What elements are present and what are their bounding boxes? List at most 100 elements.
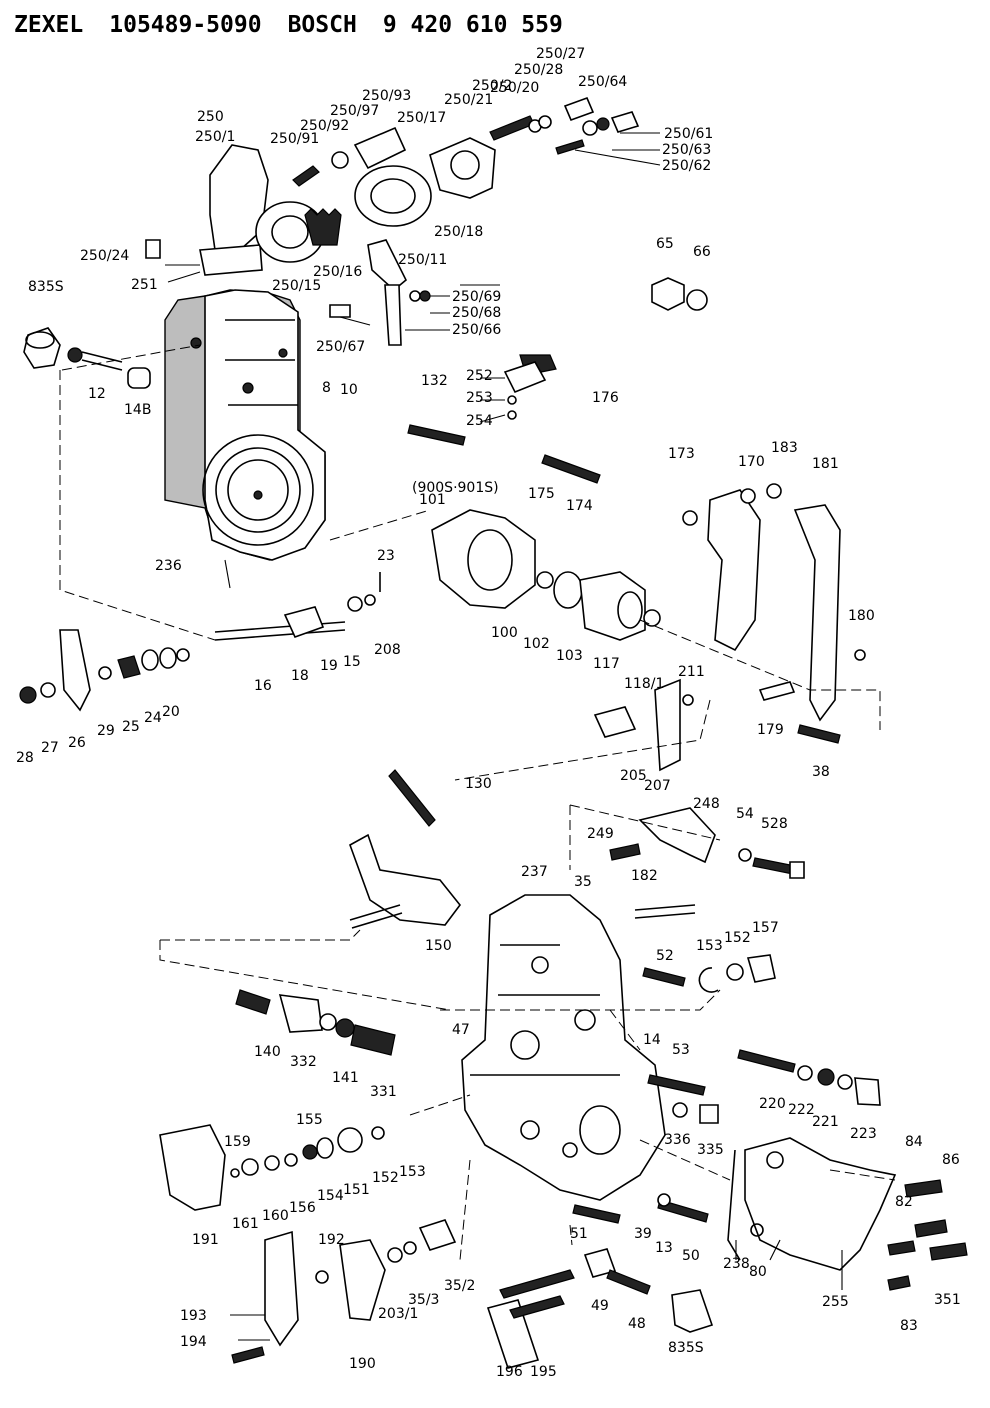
callout-250-2: 250/2 xyxy=(472,78,512,94)
callout-193: 193 xyxy=(180,1308,207,1324)
callout-249: 249 xyxy=(587,826,614,842)
callout-29: 29 xyxy=(97,723,115,739)
springs xyxy=(388,354,601,827)
callout-195: 195 xyxy=(530,1364,557,1380)
callout-101: 101 xyxy=(419,492,446,508)
callout-13: 13 xyxy=(655,1240,673,1256)
control-lever-150 xyxy=(349,833,462,929)
callout-250-24: 250/24 xyxy=(80,248,129,264)
callout-140: 140 xyxy=(254,1044,281,1060)
callout-35-3: 35/3 xyxy=(408,1292,439,1308)
callout-150: 150 xyxy=(425,938,452,954)
callout-196: 196 xyxy=(496,1364,523,1380)
lower-housing xyxy=(461,894,666,1201)
lever-assembly xyxy=(682,483,866,744)
callout-182: 182 xyxy=(631,868,658,884)
callout-170: 170 xyxy=(738,454,765,470)
bracket-191 xyxy=(159,1124,385,1211)
callout-27: 27 xyxy=(41,740,59,756)
callout-179: 179 xyxy=(757,722,784,738)
callout-250-61: 250/61 xyxy=(664,126,713,142)
callout-250-93: 250/93 xyxy=(362,88,411,104)
callout-248: 248 xyxy=(693,796,720,812)
callout-250-63: 250/63 xyxy=(662,142,711,158)
right-fittings xyxy=(642,954,881,1124)
callout-66: 66 xyxy=(693,244,711,260)
shaft-16 xyxy=(19,572,381,712)
callout-153-a: 153 xyxy=(696,938,723,954)
callout-65: 65 xyxy=(656,236,674,252)
cap-upper xyxy=(23,327,61,369)
callout-250-66: 250/66 xyxy=(452,322,501,338)
callout-250-68: 250/68 xyxy=(452,305,501,321)
callout-153-b: 153 xyxy=(399,1164,426,1180)
callout-15-a: 15 xyxy=(343,654,361,670)
bosch-part-number: 9 420 610 559 xyxy=(382,12,563,38)
callout-250-11: 250/11 xyxy=(398,252,447,268)
callout-220: 220 xyxy=(759,1096,786,1112)
brackets-205-207 xyxy=(593,678,694,772)
callout-528: 528 xyxy=(761,816,788,832)
callout-250-21: 250/21 xyxy=(444,92,493,108)
callout-86: 86 xyxy=(942,1152,960,1168)
callout-117: 117 xyxy=(593,656,620,672)
callout-175: 175 xyxy=(528,486,555,502)
callout-335: 335 xyxy=(697,1142,724,1158)
callout-24: 24 xyxy=(144,710,162,726)
governor-sleeve xyxy=(431,509,661,641)
callout-211: 211 xyxy=(678,664,705,680)
callout-205: 205 xyxy=(620,768,647,784)
callout-152-b: 152 xyxy=(372,1170,399,1186)
lever-193-190 xyxy=(231,1219,457,1364)
callout-331: 331 xyxy=(370,1084,397,1100)
callout-250-20: 250/20 xyxy=(490,80,539,96)
callout-250-91: 250/91 xyxy=(270,131,319,147)
callout-183: 183 xyxy=(771,440,798,456)
callout-250-62: 250/62 xyxy=(662,158,711,174)
callout-35: 35 xyxy=(574,874,592,890)
callout-159: 159 xyxy=(224,1134,251,1150)
upper-housing xyxy=(164,289,326,561)
callout-250-1: 250/1 xyxy=(195,129,235,145)
callout-16: 16 xyxy=(254,678,272,694)
callout-102: 102 xyxy=(523,636,550,652)
callout-250: 250 xyxy=(197,109,224,125)
callout-23: 23 xyxy=(377,548,395,564)
callout-221: 221 xyxy=(812,1114,839,1130)
brand-zexel: ZEXEL xyxy=(14,12,84,38)
callout-82: 82 xyxy=(895,1194,913,1210)
callout-194: 194 xyxy=(180,1334,207,1350)
callout-53-a: 53 xyxy=(672,1042,690,1058)
callout-54: 54 xyxy=(736,806,754,822)
callout-8: 8 xyxy=(322,380,331,396)
callout-250-18: 250/18 xyxy=(434,224,483,240)
callout-250-16: 250/16 xyxy=(313,264,362,280)
callout-156: 156 xyxy=(289,1200,316,1216)
callout-151: 151 xyxy=(343,1182,370,1198)
bottom-plugs xyxy=(572,1193,714,1333)
callout-14b: 14B xyxy=(124,402,151,418)
callout-10: 10 xyxy=(340,382,358,398)
callout-251: 251 xyxy=(131,277,158,293)
callout-203-1: 203/1 xyxy=(378,1306,418,1322)
callout-176: 176 xyxy=(592,390,619,406)
callout-52: 52 xyxy=(656,948,674,964)
nut-washer-65-66 xyxy=(651,277,708,311)
callout-141: 141 xyxy=(332,1070,359,1086)
callout-222: 222 xyxy=(788,1102,815,1118)
callout-14: 14 xyxy=(643,1032,661,1048)
callout-250-97: 250/97 xyxy=(330,103,379,119)
callout-252: 252 xyxy=(466,368,493,384)
callout-250-15: 250/15 xyxy=(272,278,321,294)
callout-49: 49 xyxy=(591,1298,609,1314)
callout-130: 130 xyxy=(465,776,492,792)
callout-152-a: 152 xyxy=(724,930,751,946)
brand-bosch: BOSCH xyxy=(287,12,357,38)
side-cover-255 xyxy=(727,1137,968,1291)
callout-207: 207 xyxy=(644,778,671,794)
callout-174: 174 xyxy=(566,498,593,514)
callout-173: 173 xyxy=(668,446,695,462)
callout-100: 100 xyxy=(491,625,518,641)
leader-lines xyxy=(59,132,896,1341)
bolts-12-14b xyxy=(67,347,151,389)
